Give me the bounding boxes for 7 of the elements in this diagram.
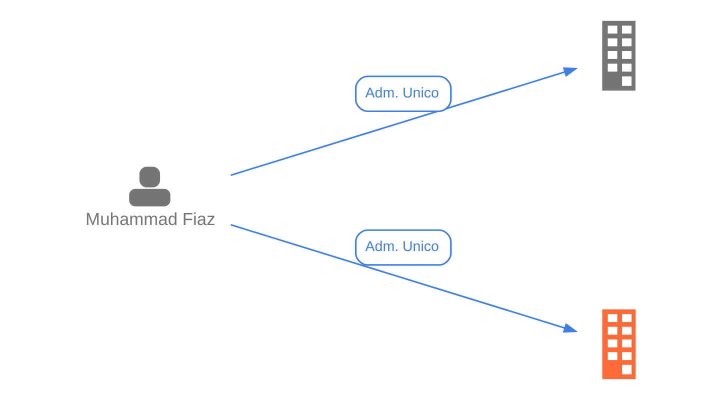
node-picture [602,309,635,380]
node-label: Muhammad Fiaz [85,209,215,230]
arrow [230,224,578,333]
edge-label: Adm. Unico [364,85,438,102]
node-picture [602,20,635,91]
edge-label: Adm. Unico [364,239,438,256]
arrow [230,67,578,176]
